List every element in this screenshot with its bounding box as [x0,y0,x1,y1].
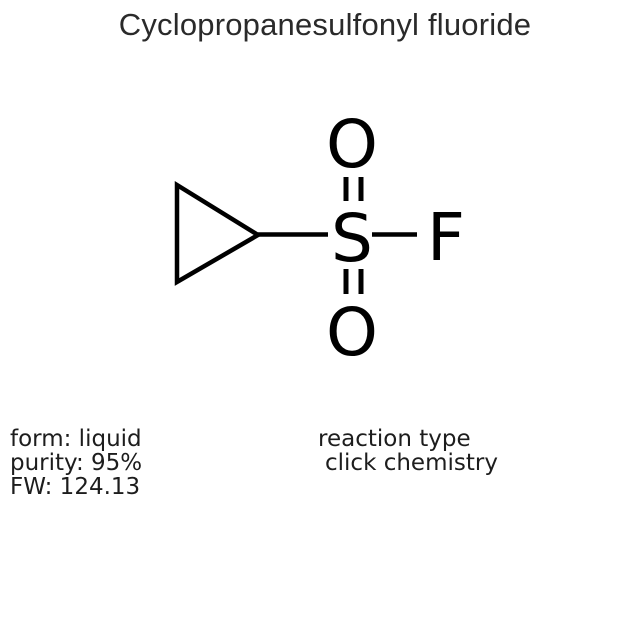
cyclopropane-ring [174,180,263,286]
atom-label-oxygen-bottom: O [326,294,378,371]
reaction-type-block: reaction type click chemistry [318,427,498,475]
properties-block: form: liquid purity: 95% FW: 124.13 [10,427,142,499]
atom-label-fluorine: F [427,199,465,276]
atom-label-sulfur: S [331,200,373,277]
reaction-type-value: click chemistry [325,450,498,476]
reaction-type-heading: reaction type [318,426,471,452]
property-purity: purity: 95% [10,450,143,476]
atom-label-oxygen-top: O [326,106,378,183]
property-fw: FW: 124.13 [10,474,141,500]
compound-title: Cyclopropanesulfonyl fluoride [118,7,532,42]
property-form: form: liquid [10,426,142,452]
